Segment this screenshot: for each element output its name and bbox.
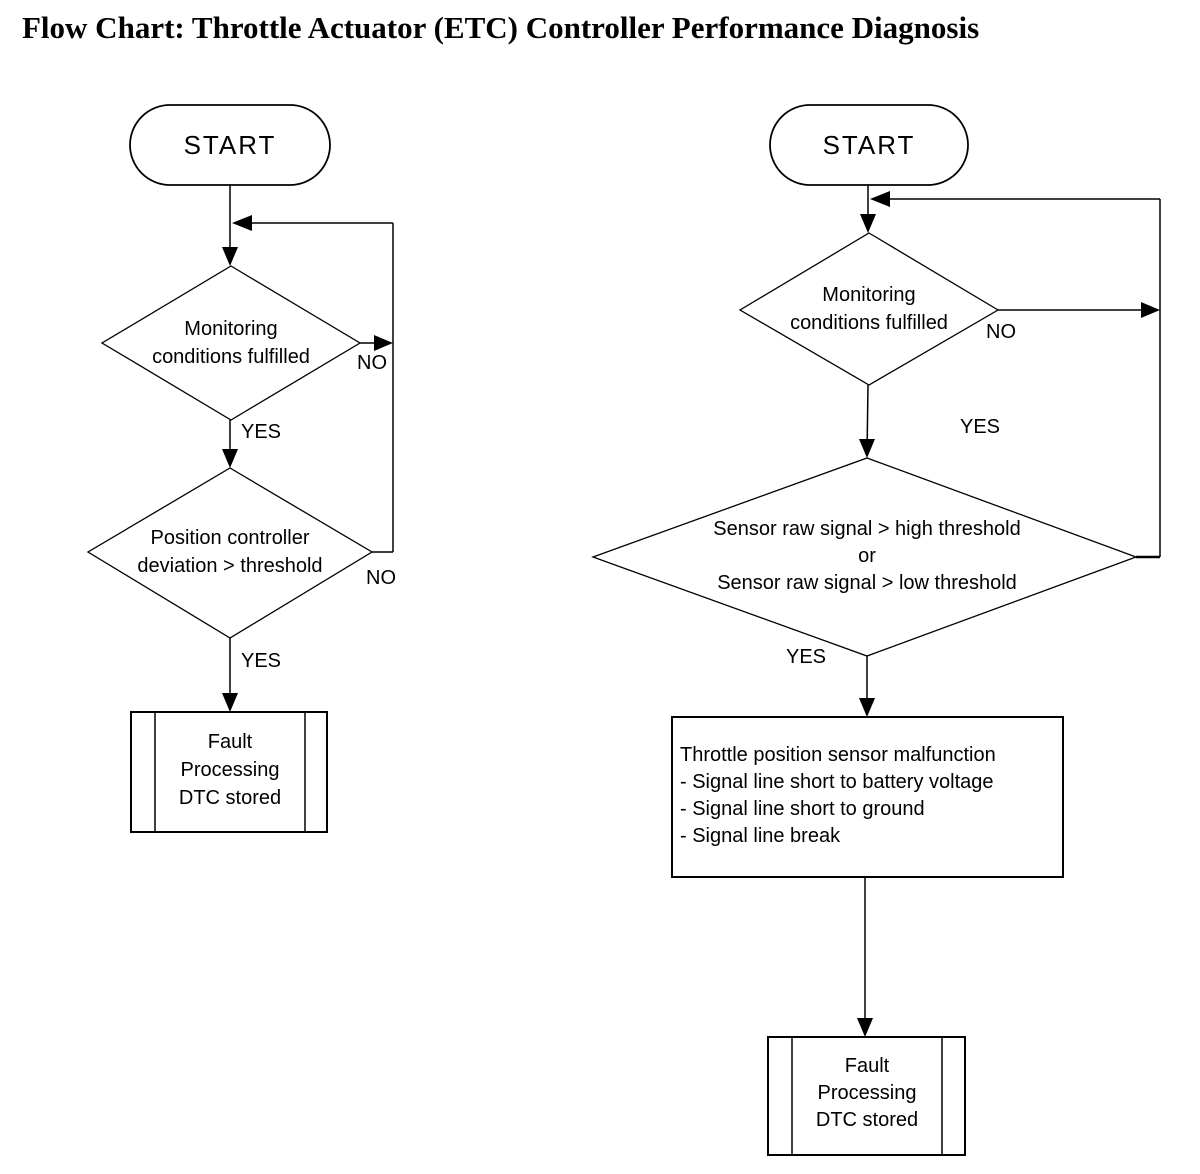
right-decision1-text: Monitoring conditions fulfilled (739, 281, 999, 337)
right-decision2-yes-label: YES (786, 646, 827, 668)
right-loop-arrowhead-icon (870, 191, 890, 207)
left-decision1-line1: Monitoring (184, 318, 278, 340)
right-decision1-entry-arrowhead-icon (860, 214, 876, 233)
right-malfunction-line2: - Signal line short to battery voltage (680, 771, 994, 793)
left-yes1-arrowhead-icon (222, 449, 238, 468)
right-start-label: START (822, 129, 916, 160)
left-decision1-line2: conditions fulfilled (152, 346, 310, 368)
right-fault-line2: Processing (817, 1082, 917, 1104)
right-fault-box-text: Fault Processing DTC stored (792, 1053, 942, 1134)
left-decision2-text: Position controller deviation > threshol… (90, 524, 370, 580)
right-yes1-arrowhead-icon (859, 439, 875, 458)
left-decision1-text: Monitoring conditions fulfilled (101, 315, 361, 371)
left-decision2-line2: deviation > threshold (137, 555, 323, 577)
left-decision1-yes-label: YES (241, 421, 282, 443)
left-start-label: START (183, 129, 277, 160)
right-fault-process-box (767, 1036, 966, 1156)
page-title: Flow Chart: Throttle Actuator (ETC) Cont… (22, 10, 980, 45)
left-decision1-no-arrowhead-icon (374, 335, 393, 351)
left-yes2-arrowhead-icon (222, 693, 238, 712)
right-yes2-arrowhead-icon (859, 698, 875, 717)
right-fault-line3: DTC stored (815, 1109, 919, 1131)
left-fault-box-text: Fault Processing DTC stored (155, 728, 305, 812)
right-decision1-line1: Monitoring (822, 284, 916, 306)
left-fault-line3: DTC stored (178, 787, 282, 809)
left-decision2-no-label: NO (366, 567, 396, 589)
left-decision1-entry-arrowhead-icon (222, 247, 238, 266)
right-decision1-line2: conditions fulfilled (790, 312, 948, 334)
right-decision2-line2: or (858, 545, 876, 567)
left-fault-process-box (130, 711, 328, 833)
left-fault-line2: Processing (180, 759, 280, 781)
right-decision2-line3: Sensor raw signal > low threshold (717, 572, 1017, 594)
left-decision1-no-label: NO (357, 352, 387, 374)
right-malfunction-line4: - Signal line break (680, 825, 841, 847)
right-start-terminator (769, 104, 969, 186)
right-malfunction-text: Throttle position sensor malfunction - S… (680, 742, 1060, 850)
left-loop-arrowhead-icon (232, 215, 252, 231)
right-decision1-no-label: NO (986, 321, 1016, 343)
right-malfunction-line1: Throttle position sensor malfunction (680, 744, 996, 766)
left-fault-line1: Fault (207, 731, 253, 753)
left-decision2-yes-label: YES (241, 650, 282, 672)
right-decision1-no-arrowhead-icon (1141, 302, 1160, 318)
right-malfunction-line3: - Signal line short to ground (680, 798, 925, 820)
right-decision2-text: Sensor raw signal > high threshold or Se… (607, 516, 1127, 597)
right-decision1-diamond (738, 232, 1000, 386)
right-decision2-line1: Sensor raw signal > high threshold (713, 518, 1021, 540)
right-decision1-yes-label: YES (960, 416, 1001, 438)
right-fault-arrowhead-icon (857, 1018, 873, 1037)
right-fault-line1: Fault (844, 1055, 890, 1077)
right-malfunction-box (671, 716, 1064, 878)
left-decision2-line1: Position controller (150, 527, 310, 549)
left-decision1-diamond (100, 265, 362, 421)
